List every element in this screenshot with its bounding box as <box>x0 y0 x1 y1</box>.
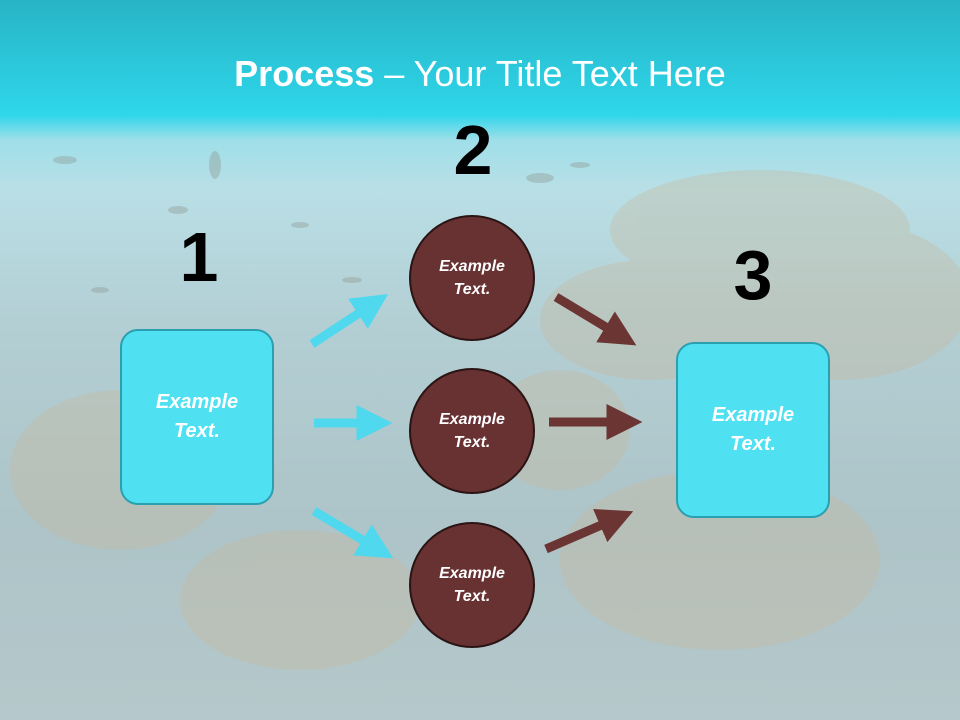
circle-top: Example Text. <box>409 215 535 341</box>
circle-middle: Example Text. <box>409 368 535 494</box>
arrow-cyan-down <box>311 507 394 559</box>
right-process-box: Example Text. <box>676 342 830 518</box>
arrow-brown-down <box>553 293 637 346</box>
step-number-1: 1 <box>179 218 219 296</box>
step-number-3: 3 <box>733 236 773 314</box>
step-number-2: 2 <box>453 111 493 189</box>
circle-top-text: Example Text. <box>439 258 505 298</box>
right-box-text: Example Text. <box>711 404 795 455</box>
fish-silhouettes <box>53 151 590 293</box>
title-bold: Process <box>234 53 375 94</box>
circle-bottom: Example Text. <box>409 522 535 648</box>
arrow-brown-up <box>544 509 634 554</box>
circle-middle-text: Example Text. <box>439 411 505 451</box>
slide-title: Process – Your Title Text Here <box>0 52 960 96</box>
left-process-box: Example Text. <box>120 329 274 505</box>
left-box-text: Example Text. <box>155 391 239 442</box>
circle-bottom-text: Example Text. <box>439 565 505 605</box>
arrow-cyan-up <box>309 294 389 348</box>
title-rest: – Your Title Text Here <box>374 53 726 94</box>
